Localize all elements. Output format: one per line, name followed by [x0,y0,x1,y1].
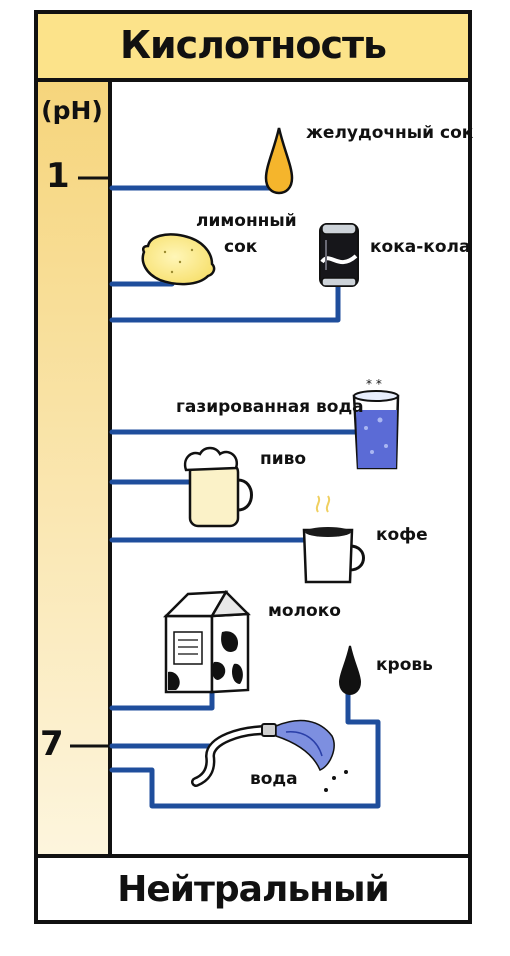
line-blood [109,691,381,809]
soda-can-icon [319,223,359,287]
line-coca-cola [109,283,341,323]
label-coca-cola: кока-кола [370,237,471,257]
water-hose-icon [191,719,348,792]
label-lemon-juice-1: лимонный [196,211,297,231]
footer-band [34,854,472,924]
label-stomach-acid: желудочный сок [306,123,474,143]
svg-text:* *: * * [366,377,382,391]
label-milk: молоко [268,601,341,621]
line-milk [109,689,215,711]
tick-label-7: 7 [40,724,64,764]
lemon-icon [141,233,216,286]
ph-axis-column [38,82,108,854]
ph-unit-label: (pH) [41,96,103,125]
connector-lines [109,185,381,809]
drop-icon [264,127,294,195]
label-lemon-juice-2: сок [224,237,258,257]
label-blood: кровь [376,655,433,675]
label-water: вода [250,769,298,789]
title-band [34,10,472,82]
soda-glass-icon: * * [352,377,400,470]
tick-label-1: 1 [46,156,70,196]
page-title: Кислотность [119,23,387,67]
label-beer: пиво [260,449,307,469]
label-soda-water: газированная вода [176,397,364,417]
label-coffee: кофе [376,525,428,545]
blood-drop-icon [338,645,362,696]
footer-label: Нейтральный [117,868,389,910]
beer-mug-icon [183,446,253,528]
coffee-cup-icon [302,495,365,584]
milk-carton-icon [162,589,251,694]
